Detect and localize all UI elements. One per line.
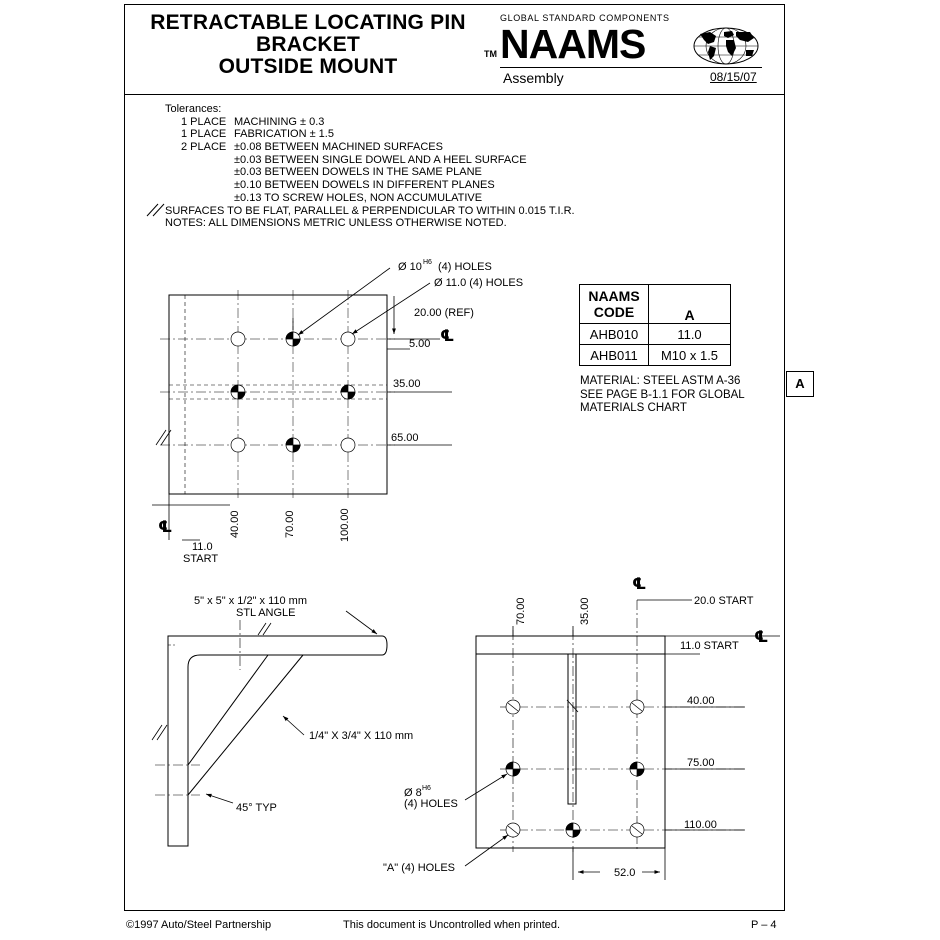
start-value: 11.0 bbox=[192, 541, 213, 553]
side-view-leaders bbox=[151, 610, 378, 804]
title-line-1: RETRACTABLE LOCATING PIN bbox=[150, 11, 466, 34]
copyright: ©1997 Auto/Steel Partnership bbox=[126, 919, 272, 931]
page-number: P – 4 bbox=[751, 919, 777, 931]
dim-100: 100.00 bbox=[339, 508, 351, 542]
angle-material: STL ANGLE bbox=[236, 607, 296, 619]
dowel-hole-icon bbox=[230, 331, 356, 453]
start-20: 20.0 START bbox=[694, 595, 754, 607]
material-note: MATERIAL: STEEL ASTM A-36 SEE PAGE B-1.1… bbox=[580, 375, 745, 414]
side-view-centerlines bbox=[155, 620, 241, 796]
start-11: 11.0 START bbox=[680, 640, 739, 652]
dim-52: 52.0 bbox=[614, 867, 635, 879]
dim-110: 110.00 bbox=[684, 819, 717, 831]
table-row: AHB011 M10 x 1.5 bbox=[579, 344, 731, 366]
centerline-symbol: ℄ bbox=[754, 629, 768, 646]
dim-75: 75.00 bbox=[687, 757, 715, 769]
code-column-header: NAAMS CODE bbox=[579, 284, 649, 324]
section-label: Assembly bbox=[503, 70, 564, 86]
hole8-fit: H6 bbox=[422, 785, 431, 792]
dim-20-ref: 20.00 (REF) bbox=[414, 307, 474, 319]
hole10-fit: H6 bbox=[423, 259, 432, 266]
code-table-header: NAAMS CODE A bbox=[579, 284, 731, 324]
hole10-label: Ø 10 bbox=[398, 261, 422, 273]
top-view-plate bbox=[160, 290, 395, 500]
naams-logo: NAAMS bbox=[500, 21, 646, 67]
code-cell: AHB011 bbox=[579, 344, 649, 366]
front-view-centerlines bbox=[500, 600, 745, 852]
dim-5: 5.00 bbox=[409, 338, 430, 350]
naams-code-table: NAAMS CODE A AHB010 11.0 AHB011 M10 x 1.… bbox=[579, 284, 731, 366]
centerline-symbol: ℄ bbox=[440, 328, 454, 345]
globe-logo-icon bbox=[693, 27, 759, 65]
dim-40: 40.00 bbox=[229, 510, 241, 538]
angle-typ: 45° TYP bbox=[236, 802, 277, 814]
title-block-rule bbox=[124, 94, 785, 95]
drawing-title: RETRACTABLE LOCATING PIN BRACKET OUTSIDE… bbox=[126, 12, 490, 78]
flatness-symbol-icon bbox=[146, 203, 165, 217]
hole10-count: (4) HOLES bbox=[438, 261, 492, 273]
angle-size: 5" x 5" x 1/2" x 110 mm bbox=[194, 595, 307, 607]
trademark-mark: TM bbox=[484, 49, 497, 59]
revision-date: 08/15/07 bbox=[710, 70, 757, 84]
hole8-label: Ø 8 bbox=[404, 787, 422, 799]
clearance-hole-icon bbox=[230, 331, 356, 453]
brand-underline bbox=[500, 67, 762, 68]
drawing-sheet-border bbox=[124, 4, 785, 911]
a-value-cell: M10 x 1.5 bbox=[648, 344, 731, 366]
a-tapped-hole-icon bbox=[505, 699, 645, 838]
centerline-symbol: ℄ bbox=[158, 519, 172, 536]
title-line-3: OUTSIDE MOUNT bbox=[218, 55, 398, 78]
break-symbol-icon bbox=[155, 429, 172, 446]
a-value-cell: 11.0 bbox=[648, 323, 731, 345]
dim-65: 65.00 bbox=[391, 432, 419, 444]
dim-70: 70.00 bbox=[284, 510, 296, 538]
side-view-angle bbox=[167, 635, 388, 847]
dim-35: 35.00 bbox=[393, 378, 421, 390]
hole8-count: (4) HOLES bbox=[404, 798, 458, 810]
hole11-label: Ø 11.0 (4) HOLES bbox=[434, 277, 523, 289]
start-label: START bbox=[183, 553, 218, 565]
table-row: AHB010 11.0 bbox=[579, 323, 731, 345]
brand-tagline: GLOBAL STANDARD COMPONENTS bbox=[500, 13, 670, 23]
uncontrolled-notice: This document is Uncontrolled when print… bbox=[343, 919, 561, 931]
dim-35: 35.00 bbox=[579, 597, 591, 625]
section-tab-a: A bbox=[786, 371, 814, 397]
title-line-2: BRACKET bbox=[255, 33, 361, 56]
dim-40: 40.00 bbox=[687, 695, 715, 707]
centerline-symbol: ℄ bbox=[632, 576, 646, 593]
gusset-size: 1/4" X 3/4" X 110 mm bbox=[309, 730, 413, 742]
a-holes-label: "A" (4) HOLES bbox=[383, 862, 455, 874]
top-view-leaders bbox=[152, 267, 452, 541]
dowel-hole-icon bbox=[505, 761, 645, 838]
dim-70: 70.00 bbox=[515, 597, 527, 625]
front-view-plate bbox=[475, 635, 666, 849]
front-view-leaders bbox=[464, 599, 780, 880]
